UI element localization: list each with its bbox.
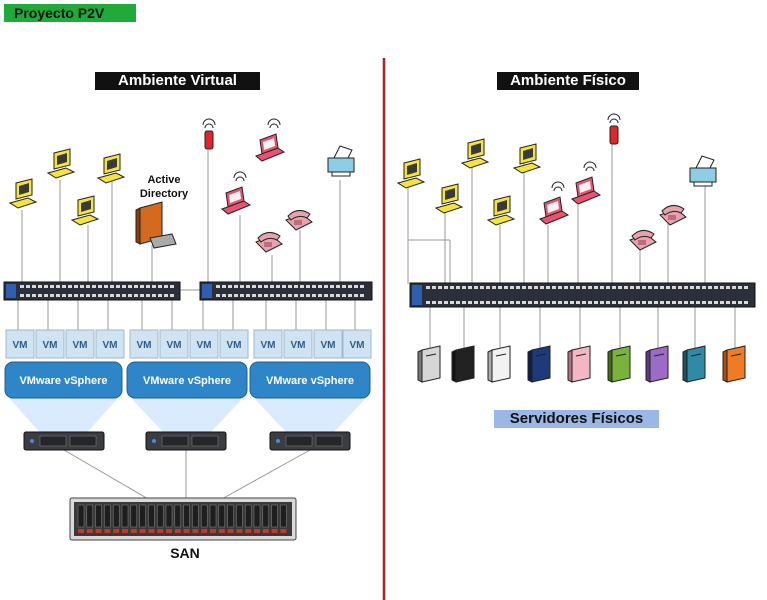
- switch-icon: [409, 282, 756, 308]
- antenna-icon: [607, 113, 621, 145]
- vsphere-block: VMware vSphere: [4, 361, 123, 432]
- switch-icon: [199, 281, 373, 301]
- devices: VM VM VM VM VM VM VM VM VM VM VM VM VMware vSphere VM…: [3, 113, 756, 541]
- vm-box: VM: [35, 329, 65, 359]
- phone-icon: [255, 232, 283, 253]
- pc-icon: [486, 195, 516, 226]
- vm-label: VM: [103, 340, 118, 351]
- active-directory-label: Active Directory: [139, 174, 189, 200]
- pc-icon: [70, 195, 100, 226]
- switch-icon: [3, 281, 181, 301]
- pc-icon: [512, 143, 542, 174]
- vm-label: VM: [350, 340, 365, 351]
- laptop-icon: [539, 181, 570, 225]
- server-icon: [487, 345, 511, 383]
- server-icon: [451, 345, 475, 383]
- phone-icon: [629, 230, 657, 251]
- vm-label: VM: [13, 340, 28, 351]
- vm-label: VM: [137, 340, 152, 351]
- vm-label: VM: [227, 340, 242, 351]
- server-icon: [645, 345, 669, 383]
- pc-icon: [396, 158, 426, 189]
- vsphere-label: VMware vSphere: [19, 375, 107, 387]
- virtual-environment-title: Ambiente Virtual: [95, 72, 260, 90]
- vsphere-label: VMware vSphere: [266, 375, 354, 387]
- project-label: Proyecto P2V: [4, 4, 136, 22]
- san-label: SAN: [170, 545, 200, 561]
- vm-label: VM: [73, 340, 88, 351]
- vm-label: VM: [43, 340, 58, 351]
- vsphere-block: VMware vSphere: [249, 361, 371, 432]
- vm-box: VM: [342, 329, 372, 359]
- printer-icon: [327, 145, 355, 177]
- printer-icon: [689, 155, 717, 187]
- vm-label: VM: [197, 340, 212, 351]
- laptop-icon: [255, 118, 286, 162]
- server-icon: [682, 345, 706, 383]
- antenna-icon: [202, 118, 216, 150]
- pc-icon: [460, 138, 490, 169]
- vsphere-label: VMware vSphere: [143, 375, 231, 387]
- vm-label: VM: [291, 340, 306, 351]
- server-icon: [417, 345, 441, 383]
- laptop-icon: [221, 171, 252, 215]
- server-icon: [23, 431, 105, 451]
- server-icon: [145, 431, 227, 451]
- vm-label: VM: [321, 340, 336, 351]
- pc-icon: [434, 183, 464, 214]
- server-icon: [722, 345, 746, 383]
- physical-environment-title: Ambiente Físico: [497, 72, 639, 90]
- pc-icon: [96, 153, 126, 184]
- vm-box: VM: [95, 329, 125, 359]
- vm-box: VM: [129, 329, 159, 359]
- active-directory-server-icon: [135, 201, 177, 249]
- vm-label: VM: [167, 340, 182, 351]
- pc-icon: [46, 148, 76, 179]
- physical-servers-label: Servidores Físicos: [494, 410, 659, 428]
- storage-icon: [69, 497, 297, 541]
- phone-icon: [285, 210, 313, 231]
- vm-box: VM: [283, 329, 313, 359]
- san-link: [63, 449, 151, 501]
- vm-box: VM: [313, 329, 343, 359]
- vm-box: VM: [189, 329, 219, 359]
- laptop-icon: [571, 161, 602, 205]
- vm-box: VM: [5, 329, 35, 359]
- vm-box: VM: [65, 329, 95, 359]
- san-link: [219, 449, 311, 501]
- vsphere-block: VMware vSphere: [126, 361, 248, 432]
- connection-lines: [17, 135, 736, 501]
- pc-icon: [8, 178, 38, 209]
- server-icon: [567, 345, 591, 383]
- vm-box: VM: [159, 329, 189, 359]
- server-icon: [607, 345, 631, 383]
- server-icon: [527, 345, 551, 383]
- vm-box: VM: [219, 329, 249, 359]
- server-icon: [269, 431, 351, 451]
- phone-icon: [659, 205, 687, 226]
- vm-label: VM: [261, 340, 276, 351]
- vm-box: VM: [253, 329, 283, 359]
